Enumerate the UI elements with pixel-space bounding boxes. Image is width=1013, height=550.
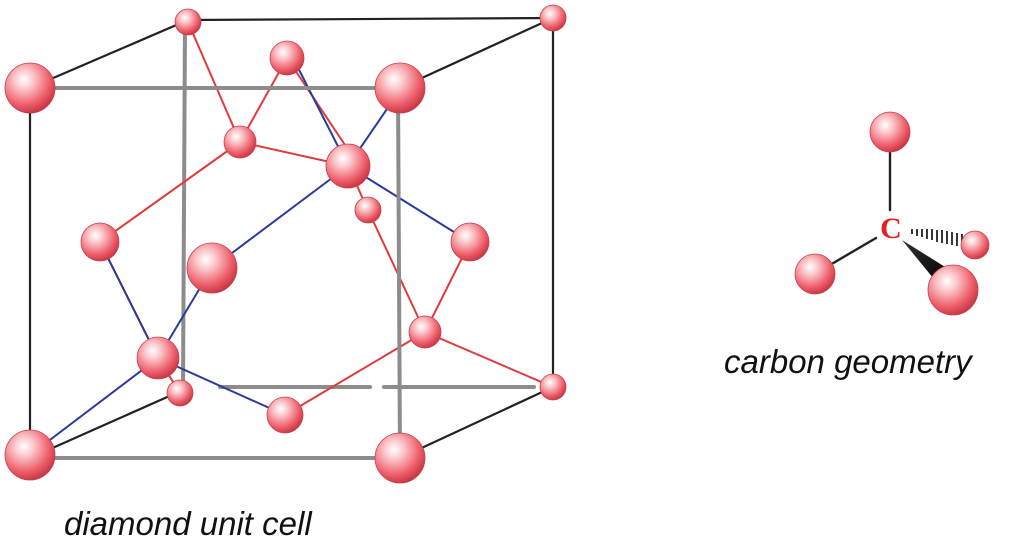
atom-corner-front-bl bbox=[4, 429, 56, 481]
cube-edges bbox=[28, 16, 555, 460]
atom-corner-back-tl bbox=[174, 8, 202, 36]
cube-edge-front-right bbox=[396, 87, 402, 459]
cube-edge-depth-bl bbox=[28, 388, 185, 460]
atom-left bbox=[794, 253, 836, 295]
atom-corner-back-br bbox=[539, 373, 567, 401]
cube-edge-depth-br bbox=[398, 385, 555, 460]
atom-corner-back-tr bbox=[539, 4, 567, 32]
atom-back bbox=[960, 230, 990, 260]
atom-top bbox=[869, 111, 911, 153]
cube-front-face bbox=[28, 86, 402, 460]
carbon-geometry: C bbox=[794, 111, 990, 316]
atom-face-right bbox=[450, 222, 490, 262]
atom-interior-right bbox=[408, 315, 442, 349]
diamond-unit-cell bbox=[4, 4, 567, 484]
atom-front bbox=[927, 264, 979, 316]
bond bbox=[211, 165, 349, 269]
bond bbox=[347, 165, 471, 243]
atom-corner-front-tr bbox=[374, 62, 426, 114]
atom-face-front bbox=[186, 242, 238, 294]
atom-interior-lower bbox=[136, 336, 180, 380]
bond bbox=[99, 141, 241, 243]
cube-edge-depth-tl bbox=[28, 18, 190, 90]
cube-edge-depth-tr bbox=[398, 16, 555, 90]
cube-edge-back-left bbox=[181, 20, 187, 392]
bond bbox=[29, 357, 159, 456]
atom-corner-front-tl bbox=[4, 62, 56, 114]
carbon-bonds bbox=[816, 130, 892, 274]
atom-face-left bbox=[80, 222, 120, 262]
bond bbox=[99, 241, 159, 359]
bond bbox=[157, 357, 286, 416]
hashed-bond bbox=[911, 229, 963, 247]
atom-face-back bbox=[354, 196, 382, 224]
carbon-atoms bbox=[794, 111, 990, 316]
atom-face-bottom bbox=[266, 396, 304, 434]
carbon-atom-label: C bbox=[880, 212, 902, 245]
atom-face-top bbox=[269, 40, 305, 76]
bond bbox=[284, 331, 426, 416]
atoms bbox=[4, 4, 567, 484]
bond bbox=[187, 21, 241, 143]
atom-corner-front-br bbox=[374, 432, 426, 484]
caption-diamond-unit-cell: diamond unit cell bbox=[64, 505, 312, 542]
bond bbox=[424, 331, 554, 388]
atom-interior-center bbox=[325, 143, 371, 189]
caption-carbon-geometry: carbon geometry bbox=[724, 343, 972, 380]
atom-interior-upper bbox=[223, 125, 257, 159]
cube-edge-back-top bbox=[186, 16, 555, 22]
bond bbox=[367, 209, 426, 333]
atom-corner-back-bl bbox=[166, 379, 194, 407]
